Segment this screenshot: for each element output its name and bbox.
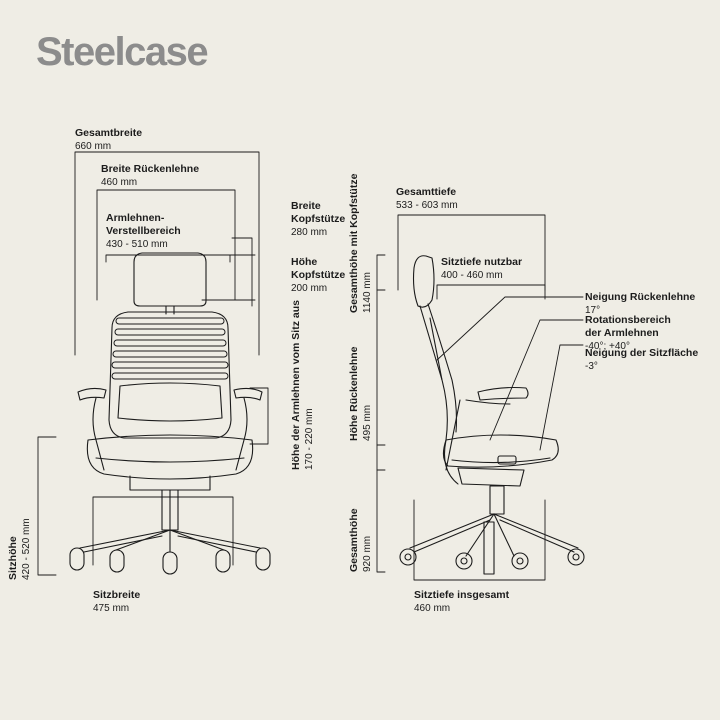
- front-chair: [70, 253, 270, 574]
- armrest-height-label: Höhe der Armlehnen vom Sitz aus 170 - 22…: [290, 300, 315, 470]
- backrest-width-label: Breite Rückenlehne 460 mm: [101, 163, 200, 188]
- seat-height-label: Sitzhöhe 420 - 520 mm: [7, 518, 32, 580]
- backrest-tilt-label: Neigung Rückenlehne 17°: [585, 291, 696, 316]
- armrest-rotation-label: Rotationsbereich der Armlehnen -40°; +40…: [585, 314, 671, 352]
- overall-depth-label: Gesamttiefe 533 - 603 mm: [396, 186, 458, 211]
- front-dimension-lines: [38, 152, 268, 575]
- side-dimension-lines: [377, 215, 583, 580]
- headrest-width-label: Breite Kopfstütze 280 mm: [291, 200, 346, 238]
- overall-height-label: Gesamthöhe 920 mm: [348, 508, 373, 572]
- height-with-headrest-label: Gesamthöhe mit Kopfstütze 1140 mm: [348, 173, 373, 313]
- steelcase-logo: Steelcase: [36, 30, 209, 74]
- overall-width-label: Gesamtbreite 660 mm: [75, 127, 143, 152]
- seat-width-label: Sitzbreite 475 mm: [93, 589, 141, 614]
- total-seat-depth-label: Sitztiefe insgesamt 460 mm: [414, 589, 510, 614]
- headrest-height-label: Höhe Kopfstütze 200 mm: [291, 256, 346, 294]
- seat-tilt-label: Neigung der Sitzfläche -3°: [585, 347, 699, 372]
- armrest-range-label: Armlehnen- Verstellbereich 430 - 510 mm: [106, 212, 181, 250]
- side-chair: [400, 256, 584, 574]
- usable-seat-depth-label: Sitztiefe nutzbar 400 - 460 mm: [441, 256, 523, 281]
- backrest-height-label: Höhe Rückenlehne 495 mm: [348, 346, 373, 441]
